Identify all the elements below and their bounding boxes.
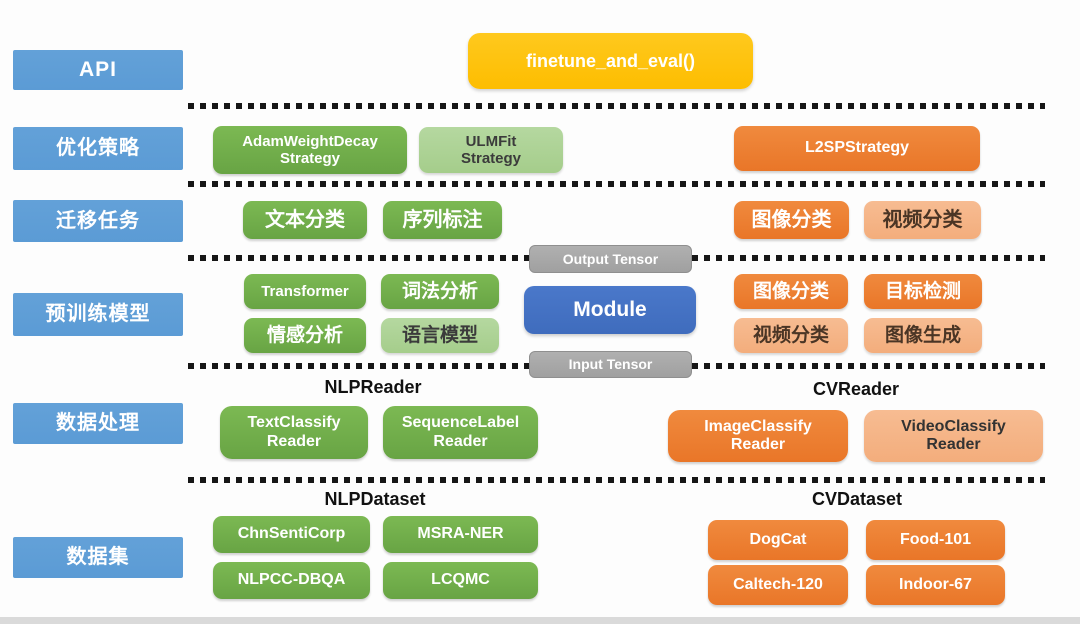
dataset-dogcat-box: DogCat: [708, 520, 848, 560]
sidebar-label-data-process: 数据处理: [13, 403, 183, 444]
task-sequence-labeling-box: 序列标注: [383, 201, 502, 239]
l2sp-strategy-box: L2SPStrategy: [734, 126, 980, 171]
input-tensor-box: Input Tensor: [529, 351, 692, 378]
dataset-nlpcc-dbqa-box: NLPCC-DBQA: [213, 562, 370, 599]
task-video-classification-box: 视频分类: [864, 201, 981, 239]
task-text-classification-box: 文本分类: [243, 201, 367, 239]
sidebar-label-strategy: 优化策略: [13, 127, 183, 170]
task-image-classification-box: 图像分类: [734, 201, 849, 239]
finetune-and-eval-box: finetune_and_eval(): [468, 33, 753, 89]
module-box: Module: [524, 286, 696, 334]
model-image-generation-box: 图像生成: [864, 318, 982, 353]
model-image-classification-box: 图像分类: [734, 274, 848, 309]
dataset-chnsenticorp-box: ChnSentiCorp: [213, 516, 370, 553]
dotted-separator-5: [188, 477, 1045, 483]
dataset-food101-box: Food-101: [866, 520, 1005, 560]
model-transformer-box: Transformer: [244, 274, 366, 309]
model-lexical-analysis-box: 词法分析: [381, 274, 499, 309]
cv-reader-header: CVReader: [812, 379, 900, 399]
model-language-model-box: 语言模型: [381, 318, 499, 353]
ulmfit-strategy-box: ULMFit Strategy: [419, 127, 563, 173]
bottom-edge-divider: [0, 617, 1080, 624]
dataset-indoor67-box: Indoor-67: [866, 565, 1005, 605]
sidebar-label-model: 预训练模型: [13, 293, 183, 336]
sidebar-label-dataset: 数据集: [13, 537, 183, 578]
video-classify-reader-box: VideoClassify Reader: [864, 410, 1043, 462]
model-object-detection-box: 目标检测: [864, 274, 982, 309]
dataset-msra-ner-box: MSRA-NER: [383, 516, 538, 553]
model-sentiment-analysis-box: 情感分析: [244, 318, 366, 353]
text-classify-reader-box: TextClassify Reader: [220, 406, 368, 459]
nlp-dataset-header: NLPDataset: [324, 489, 426, 509]
adam-weight-decay-strategy-box: AdamWeightDecay Strategy: [213, 126, 407, 174]
sidebar-label-api: API: [13, 50, 183, 90]
model-video-classification-box: 视频分类: [734, 318, 848, 353]
dotted-separator-2: [188, 181, 1045, 187]
output-tensor-box: Output Tensor: [529, 245, 692, 273]
dataset-caltech120-box: Caltech-120: [708, 565, 848, 605]
sidebar-label-task: 迁移任务: [13, 200, 183, 242]
image-classify-reader-box: ImageClassify Reader: [668, 410, 848, 462]
sequence-label-reader-box: SequenceLabel Reader: [383, 406, 538, 459]
dotted-separator-1: [188, 103, 1045, 109]
cv-dataset-header: CVDataset: [811, 489, 903, 509]
nlp-reader-header: NLPReader: [324, 377, 422, 397]
dataset-lcqmc-box: LCQMC: [383, 562, 538, 599]
